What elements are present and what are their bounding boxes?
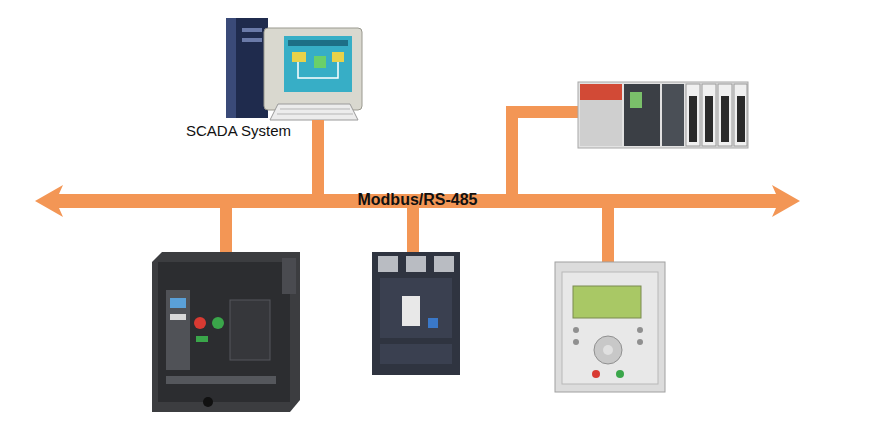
mccb-front: [380, 278, 452, 338]
screen-bar: [288, 40, 348, 46]
plc-illustration: [578, 82, 748, 148]
acb-button: [194, 317, 206, 329]
screen-line: [298, 62, 338, 78]
plc-led: [630, 92, 642, 108]
relay-led: [592, 370, 600, 378]
acb-spring-panel: [230, 300, 270, 360]
relay-key: [637, 327, 643, 333]
pc-tower-side: [226, 18, 236, 118]
relay-keypad: [594, 336, 622, 364]
acb-body: [152, 252, 300, 412]
plc-base: [578, 82, 748, 148]
acb-button: [212, 317, 224, 329]
mccb-terminal: [378, 256, 398, 272]
drop-line: [220, 200, 232, 256]
bus-label: Modbus/RS-485: [35, 190, 800, 210]
mccb-button: [428, 318, 438, 328]
scada-node: SCADA System: [220, 14, 360, 120]
plc-power-module: [580, 100, 622, 146]
screen-element: [292, 52, 306, 62]
plc-io-module: [718, 84, 732, 146]
relay-key: [603, 345, 613, 355]
plc-io-module: [702, 84, 716, 146]
relay-key: [573, 339, 579, 345]
screen-element: [314, 56, 326, 68]
plc-power-module: [580, 84, 622, 100]
terminal-strip: [737, 96, 745, 142]
monitor: [264, 28, 362, 110]
plc-io-module: [734, 84, 747, 146]
mccb-terminal: [406, 256, 426, 272]
acb-front: [158, 262, 290, 402]
acb-display: [170, 298, 186, 308]
mccb-trip-unit: [380, 344, 452, 364]
relay-key: [637, 339, 643, 345]
plc-module: [662, 84, 684, 146]
drop-line: [407, 200, 419, 256]
drop-line: [602, 200, 614, 266]
acb-racking-hole: [203, 397, 213, 407]
acb-indicator: [196, 336, 208, 342]
relay-lcd: [573, 286, 641, 318]
relay-body: [555, 262, 665, 392]
plc-cpu-module: [624, 84, 660, 146]
computer-illustration: [226, 18, 362, 120]
mccb-illustration: [372, 252, 460, 375]
acb-trip-unit: [166, 290, 190, 370]
terminal-strip: [721, 96, 729, 142]
drive-bay: [242, 38, 262, 42]
connector-line: [312, 120, 324, 194]
bus-arrow: [35, 185, 800, 217]
mccb-handle: [402, 296, 420, 326]
mccb-terminal: [434, 256, 454, 272]
relay-led: [616, 370, 624, 378]
keyboard: [270, 104, 358, 120]
acb-handle: [282, 258, 296, 294]
drive-bay: [242, 28, 262, 32]
mccb-body: [372, 252, 460, 375]
relay-illustration: [555, 262, 665, 392]
drop-line: [512, 112, 580, 200]
screen-element: [332, 52, 344, 62]
keyboard-row: [277, 114, 353, 115]
bus-band: Modbus/RS-485: [35, 194, 800, 208]
relay-front: [562, 272, 658, 384]
keyboard-row: [280, 109, 350, 110]
pc-tower: [226, 18, 268, 118]
acb-rail: [166, 376, 276, 384]
acb-indicator: [170, 314, 186, 320]
relay-key: [573, 327, 579, 333]
acb-illustration: [152, 252, 300, 412]
device-label: SCADA System: [186, 122, 291, 139]
bus-connector: [318, 120, 319, 194]
terminal-strip: [689, 96, 697, 142]
terminal-strip: [705, 96, 713, 142]
monitor-screen: [284, 36, 352, 92]
plc-io-module: [686, 84, 700, 146]
